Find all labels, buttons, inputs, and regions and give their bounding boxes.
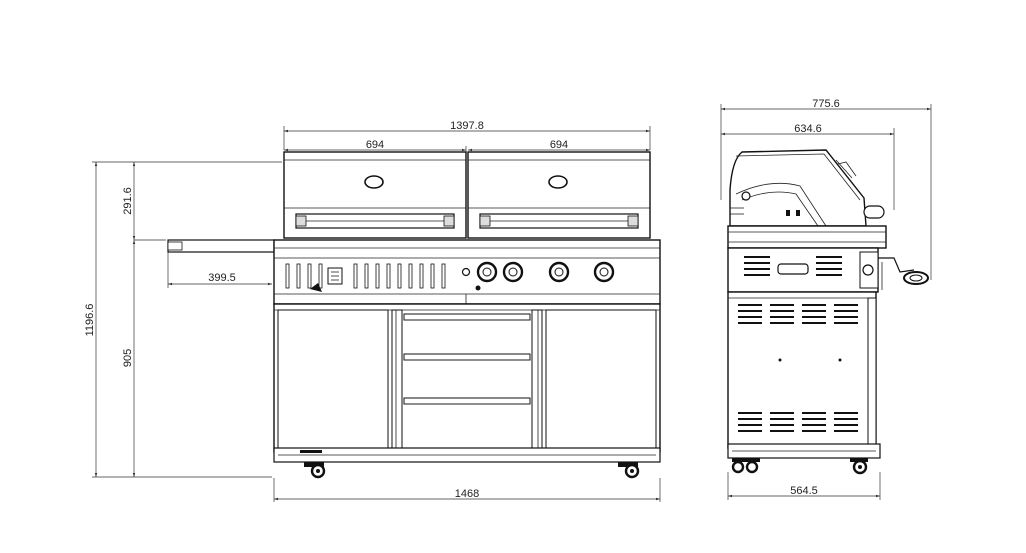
cabinet-door-left: [277, 309, 389, 449]
vent-slots: [285, 263, 446, 289]
dim-side-total-depth: 775.6: [812, 98, 840, 110]
dim-front-lid-right: 694: [550, 139, 568, 151]
dim-front-lid-height: 291.6: [122, 187, 134, 215]
front-side-shelf: [167, 239, 275, 253]
dim-front-total-width: 1397.8: [450, 120, 484, 132]
cabinet-door-right: [545, 309, 657, 449]
center-shelves: [403, 313, 531, 405]
front-dimensions: 1397.8 694 694 1196.6 291.6 905 399.5: [84, 120, 661, 502]
side-view: 775.6 634.6 564.5: [720, 98, 932, 500]
dim-front-lid-left: 694: [366, 139, 384, 151]
dim-front-overall-height: 1196.6: [84, 304, 96, 337]
front-view: 1397.8 694 694 1196.6 291.6 905 399.5: [84, 120, 661, 502]
thermometer-left-icon: [364, 175, 384, 189]
igniter-button-icon: [461, 267, 471, 277]
side-cabinet: [727, 291, 881, 475]
side-lid-handle: [863, 205, 885, 219]
thermometer-right-icon: [548, 175, 568, 189]
side-dimensions: 775.6 634.6 564.5: [720, 98, 932, 500]
ignition-mark-icon: [310, 283, 322, 292]
dim-front-side-shelf: 399.5: [208, 272, 236, 284]
front-control-panel: [273, 239, 661, 305]
side-casters: [731, 458, 868, 475]
dim-front-body-height: 905: [122, 349, 134, 367]
side-hood: [729, 149, 885, 227]
side-drawer-handle: [777, 263, 809, 275]
front-lids: [283, 151, 651, 239]
dim-side-base-depth: 564.5: [790, 485, 818, 497]
dim-front-base-width: 1468: [455, 488, 479, 500]
front-cabinet: [273, 303, 661, 479]
side-control-area: [727, 225, 929, 293]
front-casters: [304, 462, 640, 479]
dim-side-lid-depth: 634.6: [794, 123, 822, 135]
